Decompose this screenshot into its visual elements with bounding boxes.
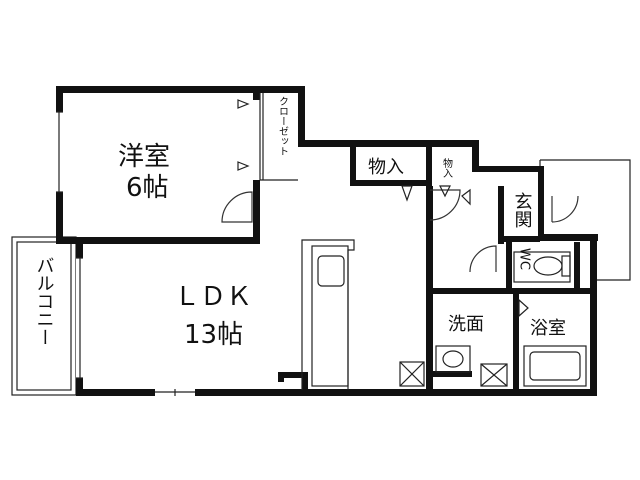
toilet-label: WC (517, 248, 532, 270)
bathtub (523, 345, 587, 387)
ldk-size: 13帖 (184, 320, 243, 350)
toilet-fixture (513, 251, 571, 283)
balcony-label: バルコニー (34, 256, 55, 346)
closet (237, 93, 298, 181)
kitchen-counter (301, 239, 355, 390)
closet-label: クローゼット (277, 96, 289, 156)
walls (56, 86, 598, 396)
western-room-name: 洋室 (118, 142, 170, 172)
bathroom-label: 浴室 (530, 318, 566, 339)
washroom-label: 洗面 (448, 314, 484, 335)
entrance-label: 玄関 (512, 192, 533, 228)
washroom-fixtures (399, 298, 529, 387)
western-room-size: 6帖 (126, 173, 169, 203)
ldk-name: ＬＤＫ (174, 282, 252, 312)
entrance-porch (539, 159, 631, 281)
doors (221, 185, 579, 273)
windows (56, 111, 195, 396)
storage-label-1: 物入 (368, 157, 404, 178)
storage-label-2: 物入 (441, 157, 453, 178)
room-labels: 洋室 6帖 クローゼット ＬＤＫ 13帖 物入 物入 玄関 WC 洗面 浴室 バ… (34, 96, 567, 350)
